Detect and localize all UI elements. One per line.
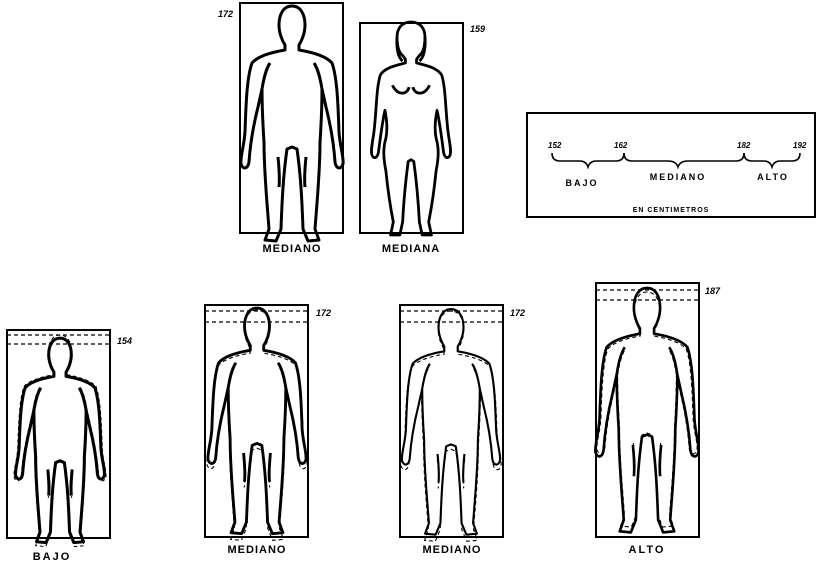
- female-silhouette: [371, 22, 450, 235]
- scale-braces: [552, 153, 800, 167]
- height-value: 172: [316, 308, 331, 318]
- figure-top-woman: 159 MEDIANA: [360, 22, 485, 255]
- height-value: 154: [117, 336, 132, 346]
- height-value: 159: [470, 24, 485, 34]
- figure-mid-2: 172 MEDIANO: [400, 305, 525, 556]
- comparison-outline: [401, 311, 501, 541]
- range-label-alto: ALTO: [757, 172, 789, 182]
- comparison-outline: [597, 292, 697, 527]
- figure-label: BAJO: [33, 551, 72, 563]
- scale-tick: 182: [737, 141, 751, 150]
- figure-mid-1: 172 MEDIANO: [205, 305, 331, 556]
- figure-label: MEDIANO: [263, 243, 322, 255]
- range-label-mediano: MEDIANO: [650, 172, 707, 182]
- comparison-outline: [207, 310, 307, 540]
- height-value: 187: [705, 286, 721, 296]
- figure-tall: 187 ALTO: [595, 283, 721, 556]
- height-scale-legend: 152 162 182 192 BAJO MEDIANO ALTO EN CEN…: [527, 113, 815, 217]
- figure-label: ALTO: [629, 544, 666, 556]
- tall-silhouette: [595, 288, 698, 532]
- medium-silhouette: [402, 309, 500, 535]
- unit-label: EN CENTIMETROS: [633, 207, 710, 214]
- height-value: 172: [218, 9, 233, 19]
- short-silhouette: [15, 338, 104, 542]
- scale-tick: 152: [548, 141, 562, 150]
- figure-short: 154 BAJO: [7, 330, 132, 563]
- medium-silhouette: [208, 308, 306, 534]
- figure-label: MEDIANA: [382, 243, 440, 255]
- range-label-bajo: BAJO: [565, 178, 598, 188]
- figure-label: MEDIANO: [423, 544, 482, 556]
- scale-tick: 192: [793, 141, 807, 150]
- height-frame: [7, 330, 110, 538]
- figure-label: MEDIANO: [228, 544, 287, 556]
- height-value: 172: [510, 308, 525, 318]
- scale-tick: 162: [614, 141, 628, 150]
- male-silhouette: [241, 6, 343, 241]
- figure-top-man: 172 MEDIANO: [218, 3, 343, 255]
